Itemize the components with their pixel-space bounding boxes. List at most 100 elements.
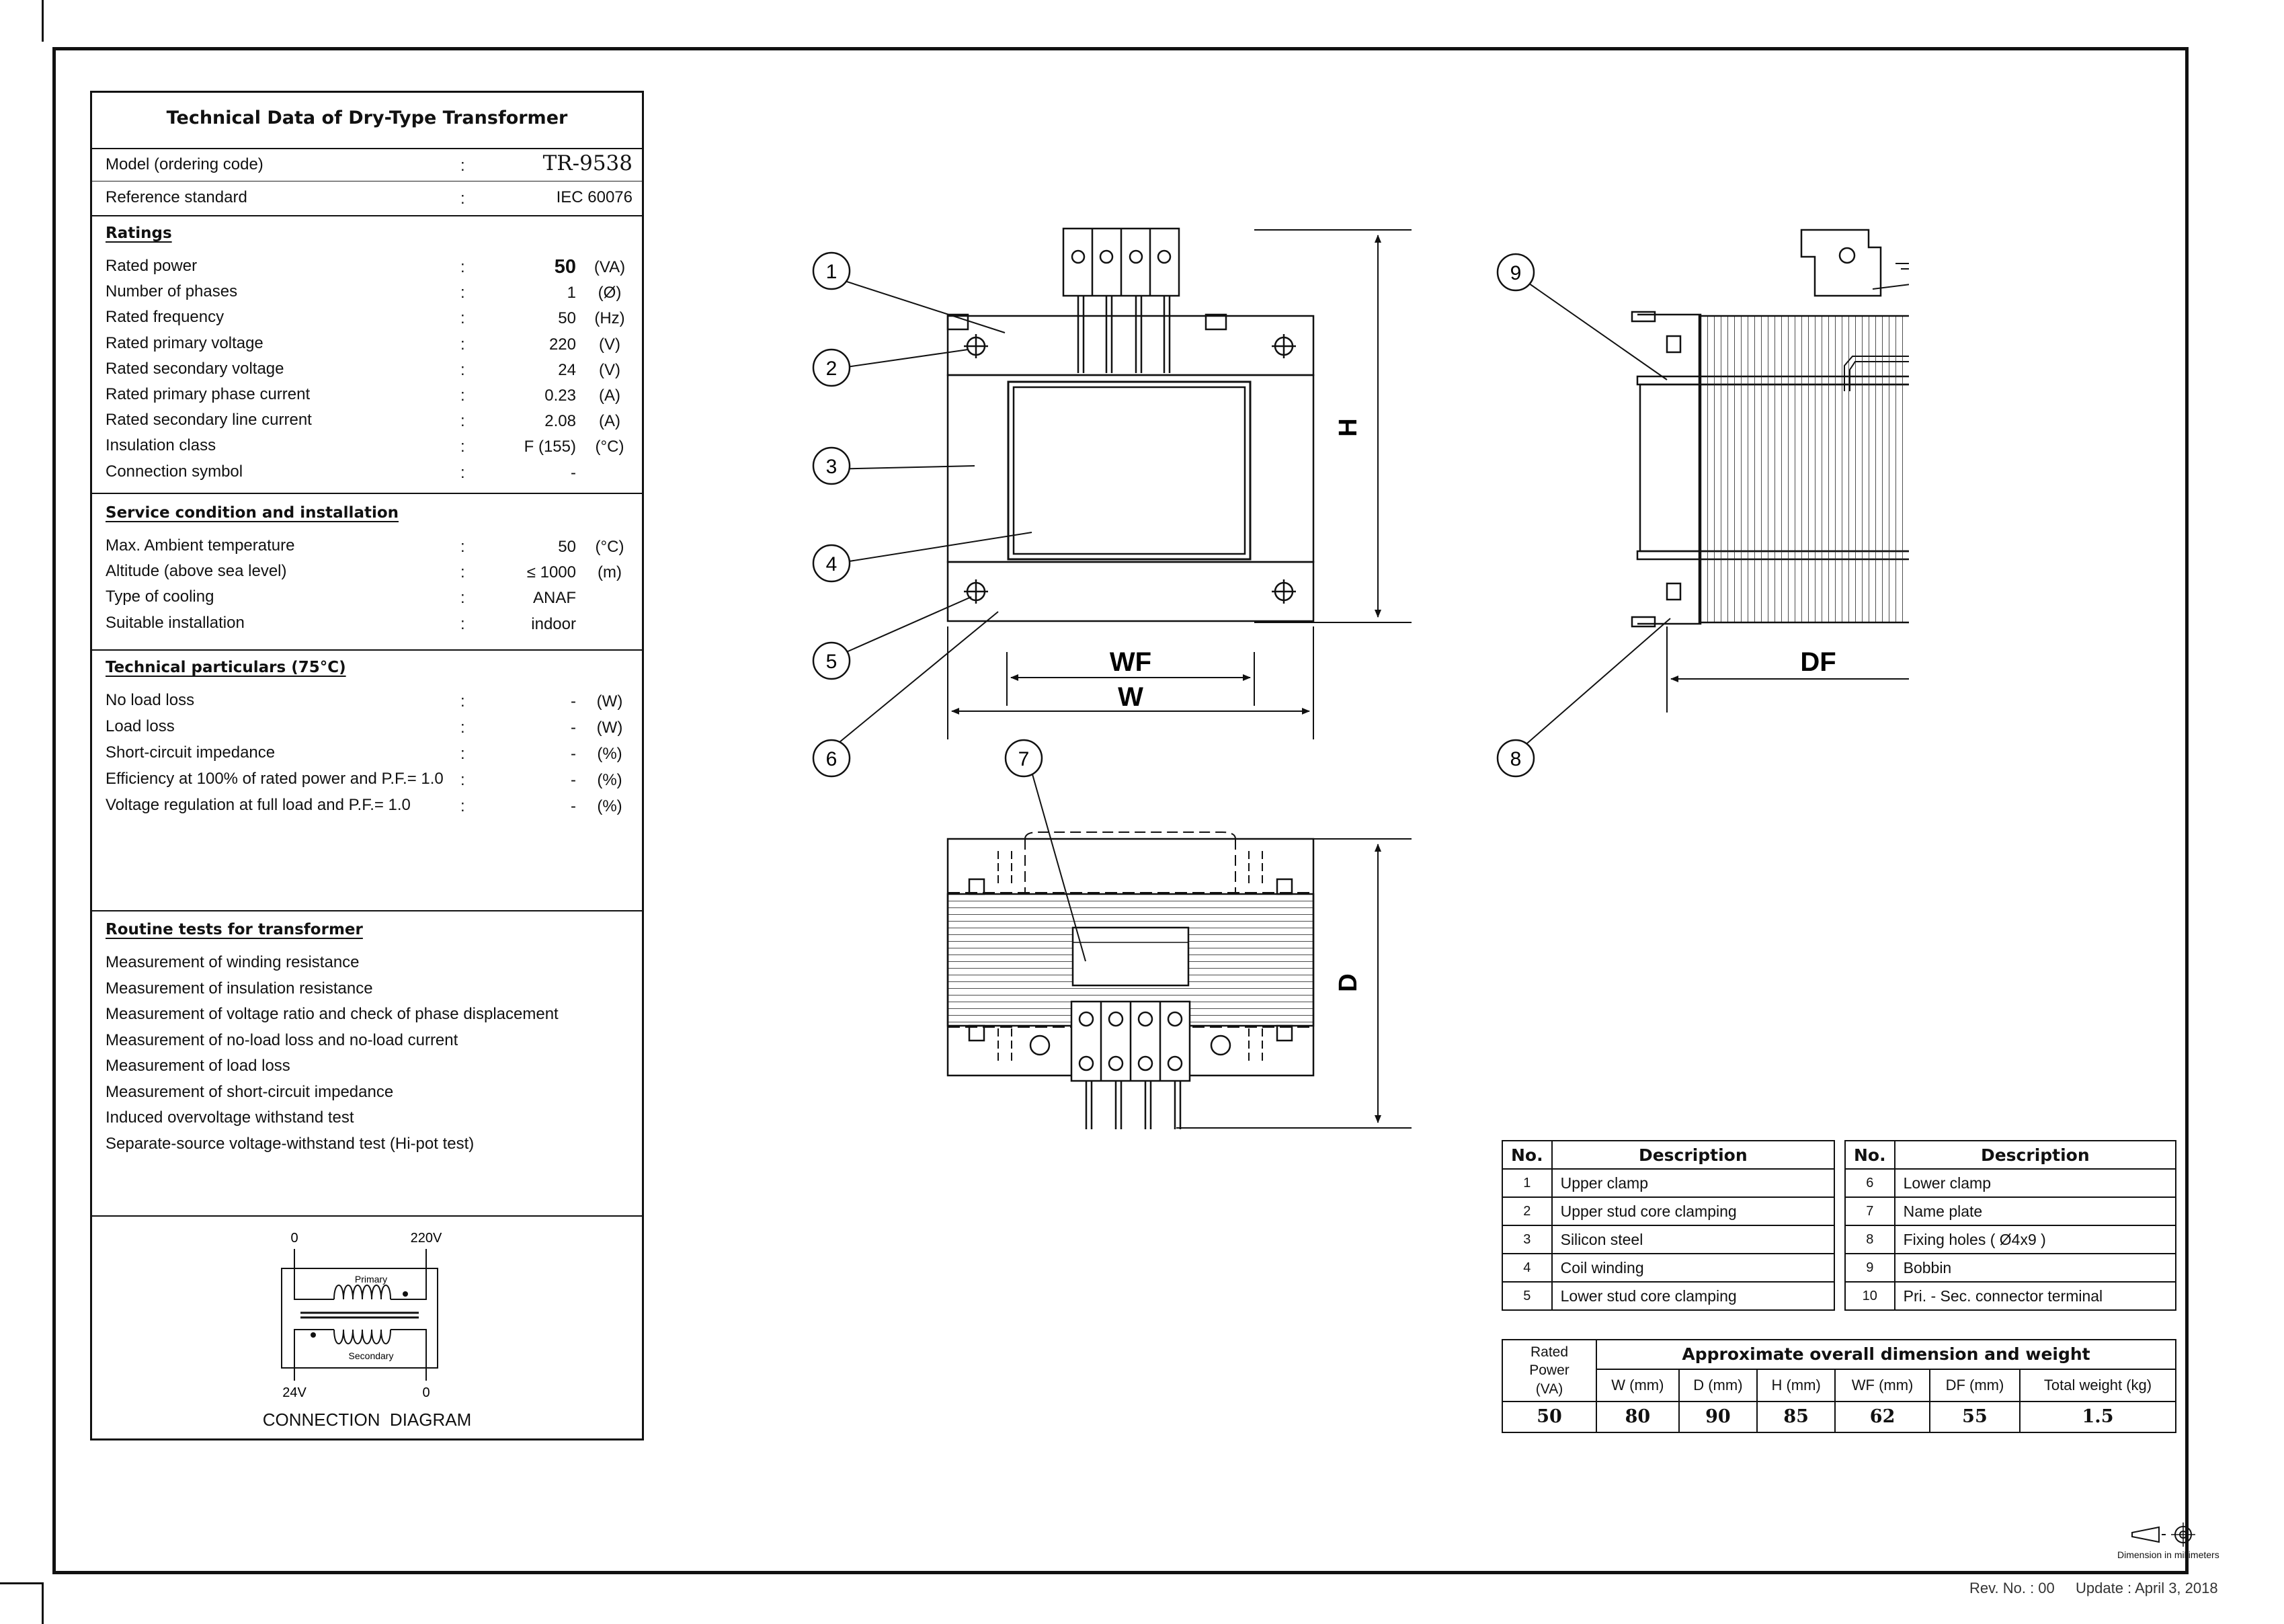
- primary-winding-label: Primary: [355, 1274, 387, 1285]
- particular-value: -: [571, 797, 576, 815]
- dimension-value: 50: [1502, 1400, 1597, 1433]
- part-number: 7: [1844, 1196, 1895, 1226]
- dimension-label-wf: WF: [1110, 647, 1151, 677]
- corner-mark-top-left: [0, 0, 44, 42]
- rating-unit: (Ø): [598, 284, 622, 302]
- dimension-value: 85: [1756, 1400, 1836, 1433]
- dimension-value: 55: [1928, 1400, 2021, 1433]
- connector-terminal-side: [1800, 229, 1882, 297]
- drawing-frame: [52, 47, 2189, 1574]
- update-date: Update : April 3, 2018: [2076, 1580, 2218, 1596]
- technical-data-panel: Technical Data of Dry-Type Transformer M…: [90, 91, 644, 1440]
- dimension-label-h: H: [1334, 418, 1362, 436]
- diagram-terminal-bottom-right: 0: [422, 1385, 430, 1400]
- standard-value: IEC 60076: [556, 188, 633, 206]
- col-header-description: Description: [1551, 1140, 1836, 1170]
- part-description: Upper stud core clamping: [1551, 1196, 1836, 1226]
- callout-3: 3: [826, 456, 838, 478]
- diagram-terminal-bottom-left: 24V: [282, 1385, 307, 1400]
- colon: :: [460, 309, 465, 328]
- part-description: Pri. - Sec. connector terminal: [1893, 1281, 2177, 1311]
- rating-unit: (Hz): [594, 309, 625, 328]
- rating-label: Rated secondary voltage: [106, 359, 284, 378]
- part-description: Upper clamp: [1551, 1168, 1836, 1198]
- part-number: 10: [1844, 1281, 1895, 1311]
- dimension-weight-table: Rated Power (VA) Approximate overall dim…: [1502, 1339, 2176, 1433]
- particular-value: -: [571, 719, 576, 737]
- side-view: [1631, 229, 1909, 713]
- rating-value: 50: [558, 309, 576, 328]
- rating-value: 2.08: [544, 412, 576, 431]
- rated-power-header-line: Rated: [1530, 1344, 1569, 1360]
- rating-label: Number of phases: [106, 282, 238, 301]
- colon: :: [460, 692, 465, 710]
- callout-1: 1: [826, 261, 838, 283]
- particular-unit: (%): [597, 771, 622, 789]
- diagram-terminal-top-right: 220V: [411, 1231, 442, 1246]
- colon: :: [460, 563, 465, 582]
- part-description: Bobbin: [1893, 1253, 2177, 1283]
- particular-label: Voltage regulation at full load and P.F.…: [106, 796, 411, 814]
- colon: :: [460, 335, 465, 354]
- dimension-value: 80: [1596, 1400, 1680, 1433]
- diagram-terminal-top-left: 0: [290, 1231, 298, 1246]
- dimension-table-title: Approximate overall dimension and weight: [1596, 1339, 2176, 1370]
- rating-unit: (V): [599, 360, 620, 379]
- particular-unit: (%): [597, 797, 622, 815]
- model-code-value: TR-9538: [542, 151, 633, 175]
- callout-markers: [812, 251, 1535, 778]
- dimension-value: 90: [1678, 1400, 1758, 1433]
- rating-value: 24: [558, 360, 576, 379]
- dimension-label-df: DF: [1800, 647, 1836, 677]
- transformer-drawings: H WF W DF: [812, 227, 1909, 1129]
- dimension-col-header: H (mm): [1756, 1368, 1836, 1402]
- callout-6: 6: [826, 748, 838, 770]
- connection-diagram-caption: CONNECTION DIAGRAM: [262, 1410, 472, 1430]
- rating-unit: (°C): [595, 438, 624, 456]
- section-heading-particulars: Technical particulars (75°C): [106, 659, 346, 676]
- particular-label: No load loss: [106, 691, 195, 709]
- divider: [92, 493, 642, 494]
- dimension-col-header: W (mm): [1596, 1368, 1680, 1402]
- part-number: 3: [1502, 1225, 1553, 1254]
- secondary-coil-icon: [294, 1329, 334, 1368]
- rating-unit: (VA): [594, 258, 626, 276]
- section-heading-routine-tests: Routine tests for transformer: [106, 921, 363, 938]
- part-number: 1: [1502, 1168, 1553, 1198]
- particular-unit: (W): [596, 692, 623, 710]
- routine-test-item: Measurement of no-load loss and no-load …: [106, 1030, 458, 1049]
- callout-5: 5: [826, 651, 838, 673]
- col-header-no: No.: [1502, 1140, 1553, 1170]
- part-description: Fixing holes ( Ø4x9 ): [1893, 1225, 2177, 1254]
- divider: [92, 1215, 642, 1217]
- dimension-col-header: Total weight (kg): [2019, 1368, 2176, 1402]
- dimension-col-header: WF (mm): [1834, 1368, 1930, 1402]
- routine-test-item: Measurement of voltage ratio and check o…: [106, 1005, 559, 1023]
- colon: :: [460, 589, 465, 608]
- service-value: indoor: [531, 614, 576, 633]
- rating-unit: (V): [599, 335, 620, 354]
- particular-unit: (%): [597, 745, 622, 763]
- divider: [92, 649, 642, 651]
- rating-label: Rated primary phase current: [106, 385, 311, 403]
- coil-window: [1007, 380, 1252, 561]
- particular-unit: (W): [596, 719, 623, 737]
- service-label: Suitable installation: [106, 613, 245, 632]
- particular-label: Efficiency at 100% of rated power and P.…: [106, 770, 444, 788]
- upper-clamp: [946, 315, 1315, 376]
- divider: [92, 215, 642, 216]
- callout-9: 9: [1510, 262, 1522, 284]
- colon: :: [460, 719, 465, 737]
- colon: :: [460, 190, 465, 208]
- rating-label: Rated secondary line current: [106, 411, 312, 430]
- routine-test-item: Induced overvoltage withstand test: [106, 1108, 354, 1127]
- colon: :: [460, 771, 465, 789]
- rating-unit: (A): [599, 387, 620, 405]
- corner-mark-bottom-left: [0, 1582, 44, 1624]
